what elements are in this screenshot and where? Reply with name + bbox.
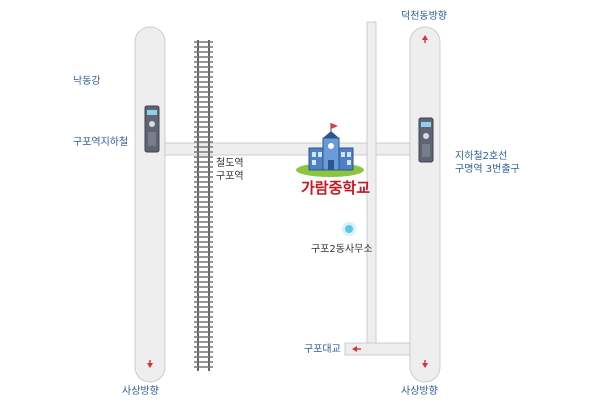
subway-entrance-icon bbox=[144, 105, 160, 153]
connecting-road bbox=[149, 142, 426, 156]
gupo-subway-label: 구포역지하철 bbox=[73, 137, 129, 148]
rail-station-label-1: 철도역 bbox=[216, 158, 244, 169]
school-building-icon bbox=[296, 123, 364, 177]
office-name-label: 구포2동사무소 bbox=[311, 244, 373, 255]
arrow-left-icon bbox=[352, 346, 361, 352]
rail-station-label-2: 구포역 bbox=[216, 171, 244, 182]
subway-exit-label-1: 지하철2호선 bbox=[455, 151, 508, 162]
bridge-name-label: 구포대교 bbox=[304, 344, 341, 355]
subway-entrance-icon bbox=[418, 117, 434, 163]
nakdonggang-label: 낙동강 bbox=[73, 76, 101, 87]
arrow-down-icon bbox=[147, 360, 153, 368]
deokcheon-direction-label: 덕천동방향 bbox=[401, 11, 447, 22]
subway-exit-label-2: 구명역 3번출구 bbox=[455, 164, 520, 175]
arrow-up-icon bbox=[422, 35, 428, 43]
sasang-direction-right-label: 사상방향 bbox=[401, 386, 438, 397]
office-marker-icon bbox=[342, 222, 356, 236]
right-main-road bbox=[409, 26, 441, 383]
school-name-label: 가람중학교 bbox=[301, 179, 371, 197]
railway-track bbox=[194, 40, 213, 371]
sasang-direction-left-label: 사상방향 bbox=[122, 386, 159, 397]
left-main-road bbox=[134, 26, 166, 383]
arrow-down-icon bbox=[422, 360, 428, 368]
